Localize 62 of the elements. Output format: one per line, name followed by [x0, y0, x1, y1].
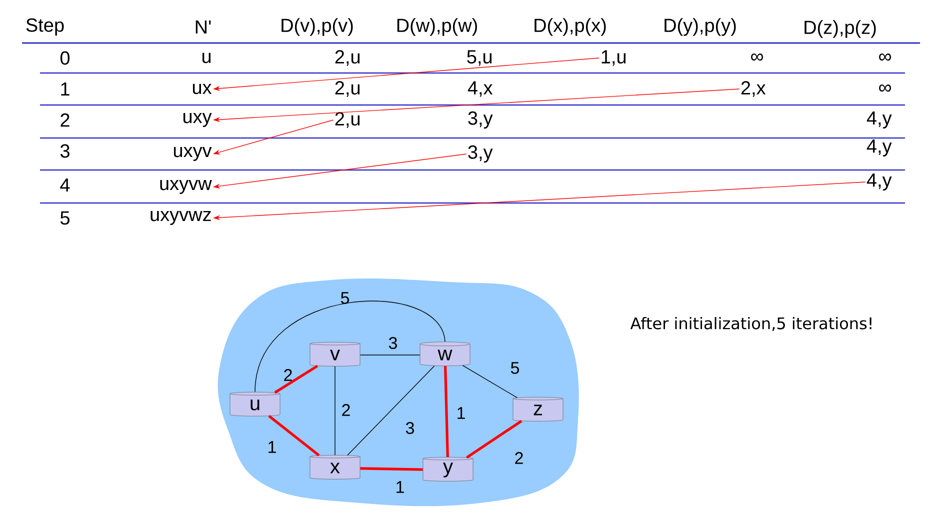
edge-label: 1 — [396, 481, 404, 493]
link — [334, 366, 336, 456]
table-cell: 4 — [60, 178, 70, 192]
router: v — [310, 342, 360, 366]
edge-label: 1 — [458, 407, 465, 419]
router: y — [422, 457, 474, 482]
table-cell: 0 — [60, 51, 70, 65]
table-cell: 5,u — [467, 50, 492, 66]
table-cell: 1 — [61, 82, 70, 96]
table-cell: 4,y — [866, 140, 892, 156]
table-cell: 5 — [60, 211, 70, 225]
column-header: D(v),p(v) — [282, 18, 353, 36]
table-cell: uxy — [183, 113, 212, 127]
table-cell: uxyv — [174, 147, 212, 161]
column-header: Step — [26, 18, 64, 36]
table-cell: 4,x — [468, 81, 493, 97]
table-cell: 2,u — [335, 81, 360, 97]
table-cell: 2,u — [335, 50, 360, 66]
router: z — [512, 397, 564, 422]
table-cell: 4,y — [866, 174, 892, 190]
edge-label: 3 — [388, 336, 397, 350]
edge-label: 5 — [340, 292, 350, 304]
table-cell: ∞ — [879, 53, 891, 61]
table-cell: ∞ — [751, 53, 763, 61]
router: w — [420, 342, 470, 366]
link — [360, 467, 423, 471]
table-cell: 2,u — [335, 112, 360, 128]
router: x — [310, 455, 360, 480]
edge-label: 2 — [342, 404, 350, 416]
edge-label: 1 — [268, 441, 276, 453]
column-header: D(y),p(y) — [664, 18, 736, 36]
edge-label: 3 — [406, 422, 414, 434]
edge-label: 2 — [515, 452, 523, 464]
column-header: D(z),p(z) — [804, 20, 876, 38]
edge-label: 5 — [510, 362, 520, 374]
column-header: N' — [196, 20, 211, 34]
link — [444, 366, 449, 458]
column-header: D(x),p(x) — [534, 18, 606, 36]
link — [360, 354, 420, 356]
table-cell: 1,u — [602, 50, 626, 66]
table-cell: uxyvw — [160, 180, 212, 194]
table-cell: 2,x — [741, 81, 766, 97]
table-cell: u — [202, 52, 211, 64]
link — [466, 420, 522, 459]
table-cell: 3 — [60, 144, 70, 158]
note-text: After initialization,5 iterations! — [630, 317, 872, 332]
router: u — [230, 392, 280, 416]
table-cell: 3,y — [468, 111, 493, 129]
link — [268, 415, 320, 456]
network-cloud — [218, 278, 579, 506]
table-cell: 2 — [60, 113, 70, 127]
link — [254, 300, 446, 392]
table-cell: 3,y — [468, 145, 493, 163]
table-cell: uxyvwz — [150, 211, 211, 225]
edge-label: 2 — [284, 369, 292, 381]
table-cell: 4,y — [866, 112, 892, 128]
link — [347, 366, 435, 456]
column-header: D(w),p(w) — [397, 18, 477, 36]
link — [274, 364, 318, 394]
table-cell: ∞ — [879, 84, 891, 92]
link — [462, 365, 518, 398]
table-cell: ux — [192, 84, 212, 94]
